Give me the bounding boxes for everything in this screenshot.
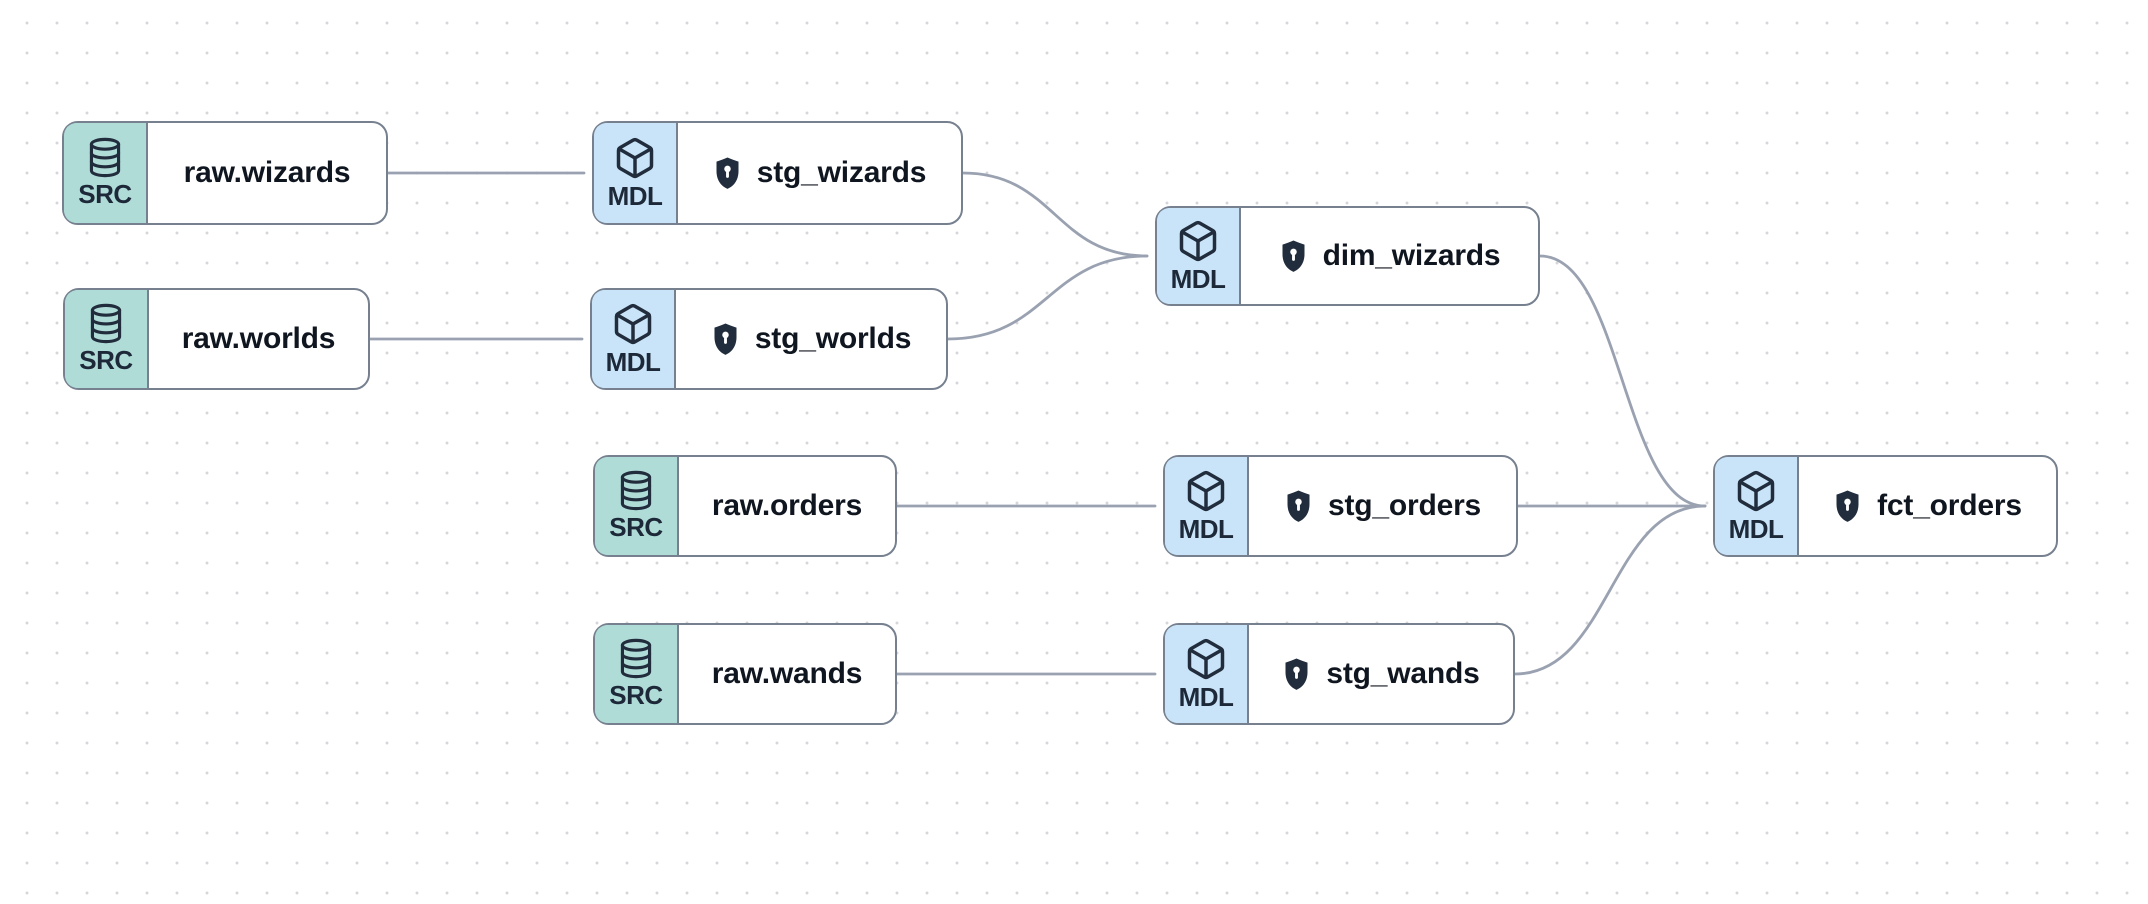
lineage-node-fct-orders[interactable]: MDL fct_orders <box>1713 455 2058 557</box>
database-icon <box>89 138 121 178</box>
node-type-label: MDL <box>605 346 661 377</box>
node-label: raw.orders <box>711 489 863 522</box>
cube-icon <box>616 137 654 178</box>
edge-stg-wizards-to-dim-wizards <box>961 171 1149 258</box>
lineage-node-dim-wizards[interactable]: MDL dim_wizards <box>1155 206 1540 306</box>
node-body: raw.worlds <box>149 290 368 388</box>
node-label: stg_wands <box>1326 657 1480 690</box>
node-type-badge: MDL <box>1165 625 1249 723</box>
database-icon <box>620 639 652 679</box>
node-type-label: SRC <box>79 345 133 376</box>
node-type-badge: SRC <box>595 457 679 555</box>
node-type-label: MDL <box>607 180 663 211</box>
node-label: fct_orders <box>1877 489 2022 522</box>
node-body: stg_wizards <box>678 123 961 223</box>
shield-lock-icon <box>1836 490 1859 522</box>
node-type-label: SRC <box>609 512 663 543</box>
shield-lock-icon <box>716 157 739 189</box>
node-label: raw.wands <box>711 657 863 690</box>
lineage-node-raw-wizards[interactable]: SRC raw.wizards <box>62 121 388 225</box>
lineage-node-raw-wands[interactable]: SRC raw.wands <box>593 623 897 725</box>
node-type-label: MDL <box>1178 513 1234 544</box>
node-type-badge: MDL <box>1165 457 1249 555</box>
lineage-node-stg-wands[interactable]: MDL stg_wands <box>1163 623 1515 725</box>
node-body: stg_orders <box>1249 457 1516 555</box>
database-icon <box>620 471 652 511</box>
cube-icon <box>614 303 652 344</box>
node-body: raw.wizards <box>148 123 386 223</box>
lineage-node-stg-orders[interactable]: MDL stg_orders <box>1163 455 1518 557</box>
node-label: raw.worlds <box>181 322 336 355</box>
lineage-node-raw-worlds[interactable]: SRC raw.worlds <box>63 288 370 390</box>
shield-lock-icon <box>714 323 737 355</box>
lineage-node-stg-wizards[interactable]: MDL stg_wizards <box>592 121 963 225</box>
node-type-label: MDL <box>1178 681 1234 712</box>
node-type-label: MDL <box>1728 513 1784 544</box>
node-type-badge: MDL <box>592 290 676 388</box>
node-type-badge: SRC <box>65 290 149 388</box>
node-body: raw.orders <box>679 457 895 555</box>
node-body: stg_wands <box>1249 625 1513 723</box>
lineage-node-raw-orders[interactable]: SRC raw.orders <box>593 455 897 557</box>
shield-lock-icon <box>1282 240 1305 272</box>
node-body: raw.wands <box>679 625 895 723</box>
edge-stg-worlds-to-dim-wizards <box>946 254 1149 341</box>
node-label: stg_orders <box>1327 489 1482 522</box>
edge-dim-wizards-to-fct-orders <box>1538 254 1707 508</box>
cube-icon <box>1187 638 1225 679</box>
node-label: raw.wizards <box>183 156 351 189</box>
lineage-node-stg-worlds[interactable]: MDL stg_worlds <box>590 288 948 390</box>
node-type-badge: SRC <box>64 123 148 223</box>
node-label: dim_wizards <box>1322 239 1501 272</box>
cube-icon <box>1737 470 1775 511</box>
shield-lock-icon <box>1285 658 1308 690</box>
node-type-label: SRC <box>609 680 663 711</box>
cube-icon <box>1187 470 1225 511</box>
node-body: fct_orders <box>1799 457 2056 555</box>
node-type-label: SRC <box>78 179 132 210</box>
node-type-label: MDL <box>1170 263 1226 294</box>
node-body: dim_wizards <box>1241 208 1538 304</box>
shield-lock-icon <box>1287 490 1310 522</box>
node-body: stg_worlds <box>676 290 946 388</box>
database-icon <box>90 304 122 344</box>
node-type-badge: MDL <box>1715 457 1799 555</box>
node-type-badge: MDL <box>1157 208 1241 304</box>
node-type-badge: MDL <box>594 123 678 223</box>
node-type-badge: SRC <box>595 625 679 723</box>
cube-icon <box>1179 220 1217 261</box>
node-label: stg_wizards <box>756 156 927 189</box>
edge-stg-wands-to-fct-orders <box>1513 504 1707 676</box>
node-label: stg_worlds <box>754 322 912 355</box>
